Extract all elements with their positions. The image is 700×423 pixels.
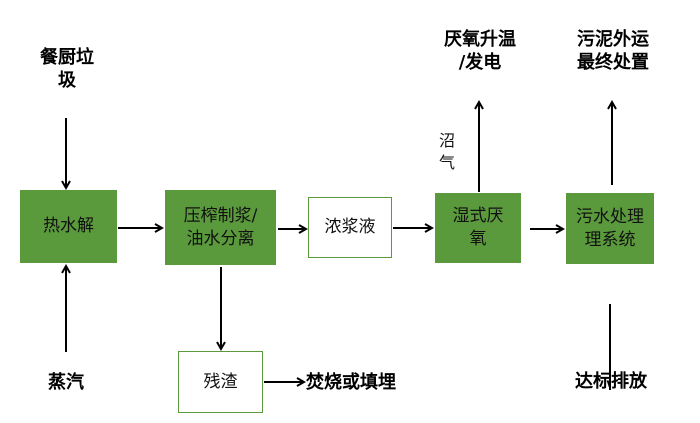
biogas-annotation: 沼 气 [439,131,456,172]
output-incineration-label: 焚烧或填埋 [306,372,396,393]
output-sludge-disposal-label: 污泥外运 最终处置 [577,29,649,74]
box-residue: 残渣 [178,351,263,413]
output-heating-power-label: 厌氧升温 /发电 [444,29,516,74]
box-slurry-text: 浓浆液 [324,217,376,238]
box-residue-text: 残渣 [203,371,238,392]
box-wastewater-treatment-text: 污水处理 理系统 [576,206,644,250]
box-thermal-hydrolysis: 热水解 [20,190,117,263]
box-wastewater-treatment: 污水处理 理系统 [566,193,654,264]
input-food-waste-label: 餐厨垃 圾 [40,47,94,92]
box-slurry: 浓浆液 [308,197,392,258]
box-wet-anaerobic-text: 湿式厌 氧 [452,206,504,249]
output-discharge-label: 达标排放 [575,371,647,392]
box-pressing-separation: 压榨制浆/ 油水分离 [165,190,276,265]
box-thermal-hydrolysis-text: 热水解 [43,216,94,237]
input-steam-label: 蒸汽 [48,372,84,393]
box-pressing-separation-text: 压榨制浆/ 油水分离 [183,205,258,249]
box-wet-anaerobic: 湿式厌 氧 [435,193,521,263]
